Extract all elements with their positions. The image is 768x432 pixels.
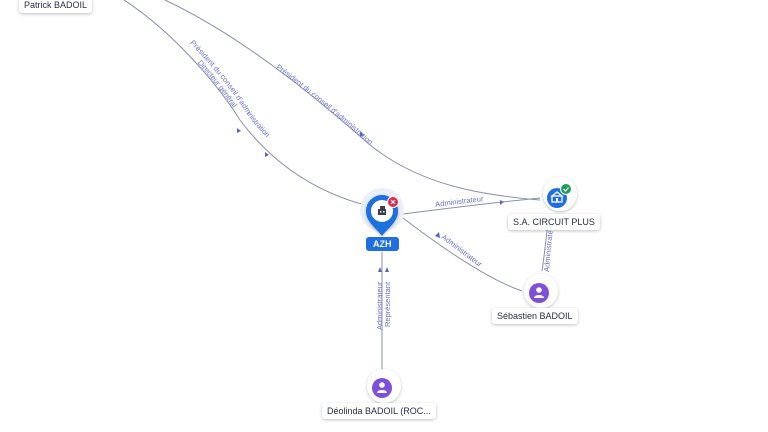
edge-label-admin-seb-circuit: Administrateur [542,223,555,272]
node-label-deolinda[interactable]: Déolinda BADOIL (ROC... [322,403,436,419]
edge-label-president-circuit: Président du conseil d'administration [275,62,375,146]
edge-arrow [360,131,364,137]
edge-label-rep-deo: Représentant [383,281,392,327]
company-icon [550,191,564,203]
node-azh[interactable] [360,188,404,236]
edge-patrick-circuit [164,0,541,201]
edge-arrow [435,232,440,238]
node-sebastien[interactable] [524,274,558,308]
node-label-circuit-plus[interactable]: S.A. CIRCUIT PLUS [508,214,600,230]
edge-arrow [385,267,389,272]
edge-arrow [265,152,269,157]
edge-arrow [378,267,382,272]
check-icon [560,183,572,195]
node-circuit-plus[interactable] [543,177,577,211]
edge-label-president-azh: Président du conseil d'administration [188,38,272,139]
edge-label-admin-deo: Administrateur [375,281,384,330]
edge-label-admin-seb-azh: Administrateur [440,232,484,269]
node-label-patrick[interactable]: Patrick BADOIL [19,0,93,13]
company-icon [378,206,386,215]
node-label-sebastien[interactable]: Sébastien BADOIL [492,308,578,324]
person-icon [534,287,544,298]
node-label-azh[interactable]: AZH [366,237,399,251]
edge-arrow [500,200,504,205]
edge-arrow [237,128,241,133]
person-icon [377,382,387,393]
node-deolinda[interactable] [367,369,401,403]
close-icon [387,196,399,208]
